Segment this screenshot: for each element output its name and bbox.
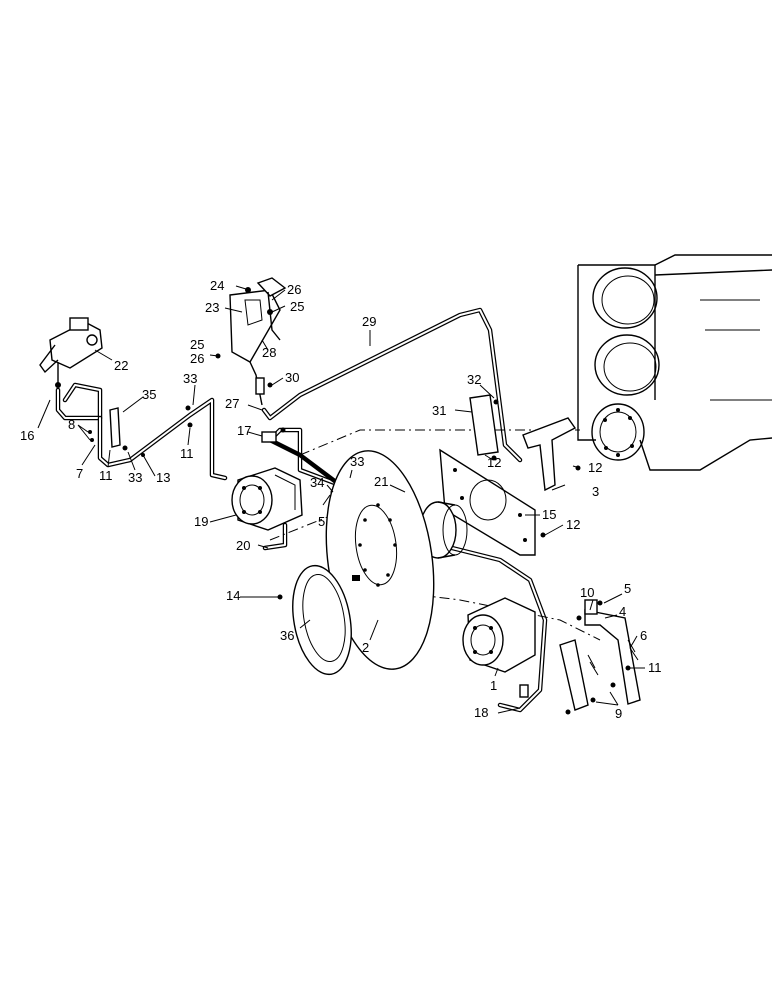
callout-26: 26: [287, 282, 301, 297]
callout-13: 13: [156, 470, 170, 485]
engine-block: [577, 254, 772, 471]
callout-8: 8: [68, 417, 75, 432]
adapter-ring: [277, 564, 352, 676]
callout-32: 32: [467, 372, 481, 387]
callout-33: 33: [350, 454, 364, 469]
callout-36: 36: [280, 628, 294, 643]
callout-27: 27: [225, 396, 239, 411]
callout-3: 3: [592, 484, 599, 499]
leader-lines: [37, 285, 645, 714]
callout-18: 18: [474, 705, 488, 720]
callout-35: 35: [142, 387, 156, 402]
callout-16: 16: [20, 428, 34, 443]
callout-33: 33: [183, 371, 197, 386]
callout-24: 24: [210, 278, 224, 293]
callout-34: 34: [310, 475, 324, 490]
center-axis-line: [299, 429, 580, 456]
lever-bracket: [559, 599, 641, 715]
callout-29: 29: [362, 314, 376, 329]
callout-7: 7: [76, 466, 83, 481]
brake-disc: [325, 450, 435, 670]
callout-25: 25: [190, 337, 204, 352]
callout-1: 1: [490, 678, 497, 693]
callout-23: 23: [205, 300, 219, 315]
callout-21: 21: [374, 474, 388, 489]
callout-28: 28: [262, 345, 276, 360]
callout-9: 9: [615, 706, 622, 721]
callout-5: 5: [318, 514, 325, 529]
callout-11: 11: [648, 660, 662, 675]
callout-4: 4: [619, 604, 626, 619]
callout-14: 14: [226, 588, 240, 603]
callout-17: 17: [237, 423, 251, 438]
line-bracket: [88, 405, 193, 457]
callout-19: 19: [194, 514, 208, 529]
callout-12: 12: [487, 455, 501, 470]
callout-31: 31: [432, 403, 446, 418]
callout-30: 30: [285, 370, 299, 385]
callout-26: 26: [190, 351, 204, 366]
adapter-plate: [439, 394, 581, 556]
callout-2: 2: [362, 640, 369, 655]
master-cylinder: [39, 317, 103, 388]
callout-11: 11: [99, 468, 113, 483]
callout-22: 22: [114, 358, 128, 373]
pedal-bracket: [215, 277, 287, 406]
callout-12: 12: [566, 517, 580, 532]
callout-15: 15: [542, 507, 556, 522]
callout-33: 33: [128, 470, 142, 485]
caliper-lower: [462, 597, 536, 698]
callout-6: 6: [640, 628, 647, 643]
callout-11: 11: [180, 446, 194, 461]
caliper-upper: [231, 467, 303, 531]
callout-10: 10: [580, 585, 594, 600]
callout-12: 12: [588, 460, 602, 475]
callout-5: 5: [624, 581, 631, 596]
callout-25: 25: [290, 299, 304, 314]
callout-labels: 24 26 25 23 29 25 26 28 22 33 30 35 32 2…: [20, 278, 662, 721]
callout-20: 20: [236, 538, 250, 553]
